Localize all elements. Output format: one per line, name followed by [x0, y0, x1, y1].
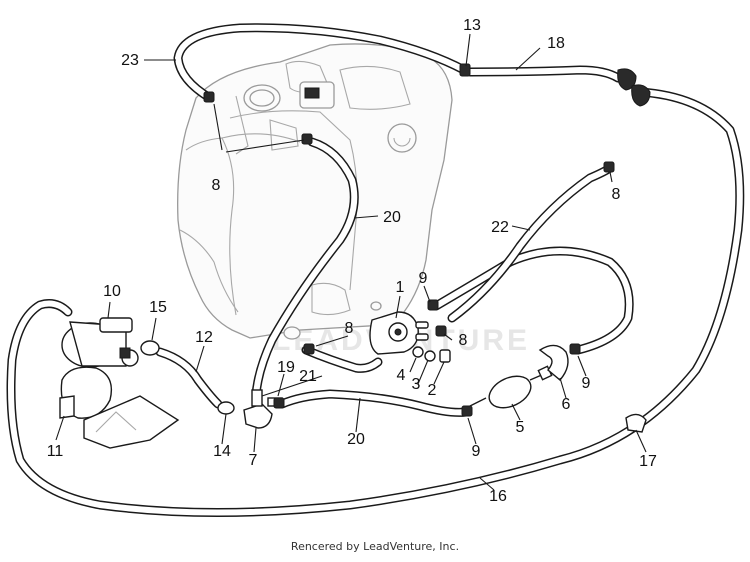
clamp-14: [217, 401, 235, 415]
callout-2: 2: [428, 382, 437, 399]
callout-9-top: 9: [419, 270, 428, 287]
callout-1: 1: [396, 279, 405, 296]
callout-11: 11: [47, 443, 64, 460]
callout-15: 15: [149, 299, 167, 316]
callout-8-right: 8: [612, 186, 621, 203]
hoses: [6, 23, 745, 517]
callout-22: 22: [491, 219, 509, 236]
callout-14: 14: [213, 443, 231, 460]
render-credit: Rencered by LeadVenture, Inc.: [290, 540, 460, 553]
callout-8-tank: 8: [212, 177, 221, 194]
filter-bracket: [538, 344, 569, 381]
callout-8-pump: 8: [459, 332, 468, 349]
callout-labels: 1 2 3 4 5 6 7 8 8 8 8 9 9 9 10 11 12 13 …: [47, 17, 657, 505]
callout-4: 4: [397, 367, 406, 384]
callout-21: 21: [299, 368, 317, 385]
rollover-valve-18: [617, 68, 651, 107]
callout-12: 12: [195, 329, 213, 346]
fuel-tank: [177, 43, 453, 340]
clamp-15: [140, 340, 160, 356]
callout-8-left: 8: [345, 320, 354, 337]
callout-7: 7: [249, 452, 258, 469]
callout-23: 23: [121, 52, 139, 69]
mounting-bracket-11: [59, 366, 180, 449]
callout-6: 6: [562, 396, 571, 413]
callout-19: 19: [277, 359, 295, 376]
callout-9-right: 9: [582, 375, 591, 392]
fuel-filter: [469, 365, 553, 409]
callout-10: 10: [103, 283, 121, 300]
callout-20-upper: 20: [383, 209, 401, 226]
callout-20-lower: 20: [347, 431, 365, 448]
pump-hardware: [412, 346, 451, 363]
callout-3: 3: [412, 376, 421, 393]
callout-13: 13: [463, 17, 481, 34]
fuel-pump: [369, 311, 429, 355]
callout-18: 18: [547, 35, 565, 52]
callout-17: 17: [639, 453, 657, 470]
fuel-pump-assembly-10: [61, 317, 139, 368]
clip-17: [625, 413, 647, 433]
callout-9-bottom: 9: [472, 443, 481, 460]
hose-clamps: [203, 63, 615, 417]
callout-16: 16: [489, 488, 507, 505]
leader-lines: [55, 33, 647, 491]
callout-5: 5: [516, 419, 525, 436]
